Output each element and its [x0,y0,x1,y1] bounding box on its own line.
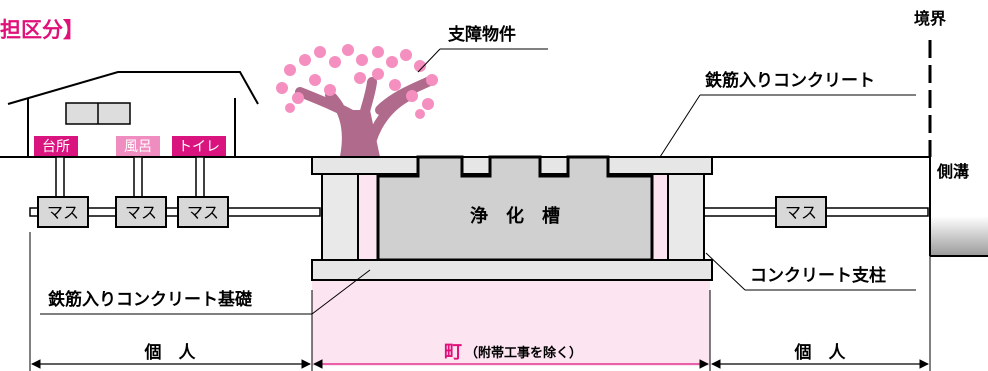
boundary-label: 境界 [914,9,946,28]
septic-tank-label: 浄 化 槽 [470,205,560,227]
private-left-label: 個 人 [144,342,197,363]
masu-1: マス [37,196,89,228]
masu-3: マス [177,196,229,228]
town-note: （附帯工事を除く） [465,345,582,361]
room-bath: 風呂 [116,136,160,156]
header-title: 担区分】 [0,18,84,42]
drain-pipes [55,156,205,198]
private-right-label: 個 人 [794,342,847,363]
svg-text:マス: マス [125,203,157,222]
town-label: 町 [444,342,462,363]
house [7,71,259,157]
svg-text:マス: マス [785,203,817,222]
pillar-label: コンクリート支柱 [750,265,886,286]
svg-text:マス: マス [47,203,79,222]
rc-foundation [311,259,713,281]
side-ditch [929,157,988,257]
room-bath-label: 風呂 [124,139,152,155]
room-toilet: トイレ [172,136,226,156]
masu-2: マス [115,196,167,228]
ditch-label: 側溝 [936,162,969,181]
tree-obstacle-icon [276,44,438,162]
septic-tank [376,155,654,262]
town-zone-area [312,280,710,366]
dimension-lines [29,232,931,371]
rc-foundation-label: 鉄筋入りコンクリート基礎 [48,289,253,310]
room-toilet-label: トイレ [178,139,220,155]
rc-top-label: 鉄筋入りコンクリート [705,70,875,91]
masu-4: マス [775,196,827,228]
svg-text:マス: マス [187,203,219,222]
obstacle-label: 支障物件 [448,24,516,45]
room-kitchen: 台所 [34,136,78,156]
room-kitchen-label: 台所 [42,139,70,155]
